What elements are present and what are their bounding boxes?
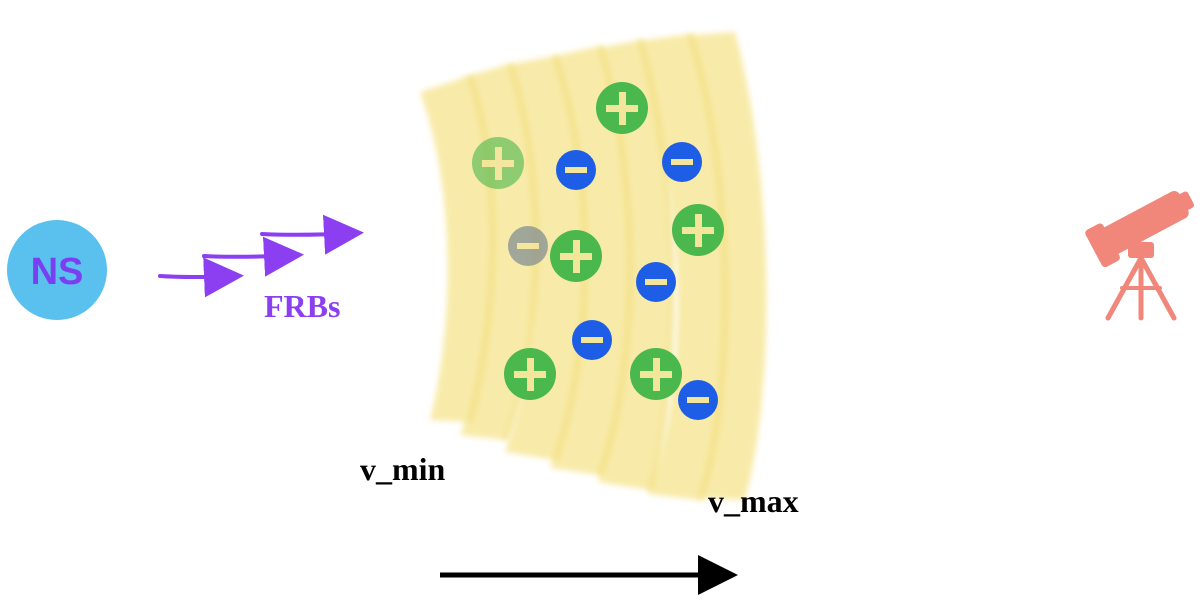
- shell-edge-1: [467, 75, 495, 423]
- negative-charge: [572, 320, 612, 360]
- neutron-star-disc: [7, 220, 107, 320]
- shell-edge-6: [687, 33, 728, 501]
- frb-arrow-middle: [202, 236, 304, 277]
- positive-charge: [596, 82, 648, 134]
- frb-label: FRBs: [264, 288, 340, 324]
- positive-charge: [550, 230, 602, 282]
- negative-charge: [556, 150, 596, 190]
- positive-charge: [630, 348, 682, 400]
- positive-charge: [672, 204, 724, 256]
- frb-arrows: [158, 214, 364, 298]
- negative-charge: [662, 142, 702, 182]
- negative-charge-faded: [508, 226, 548, 266]
- frb-arrow-upper: [260, 214, 364, 255]
- neutron-star-label: NS: [31, 251, 84, 293]
- v-min-label: v_min: [360, 451, 446, 487]
- positive-charge: [504, 348, 556, 400]
- frb-arrow-lower: [158, 257, 244, 298]
- negative-charge: [678, 380, 718, 420]
- charges: [472, 82, 724, 420]
- telescope-icon: [1085, 190, 1195, 321]
- negative-charge: [636, 262, 676, 302]
- positive-charge-faded: [472, 137, 524, 189]
- neutron-star: NS: [7, 220, 107, 320]
- v-max-label: v_max: [708, 483, 799, 519]
